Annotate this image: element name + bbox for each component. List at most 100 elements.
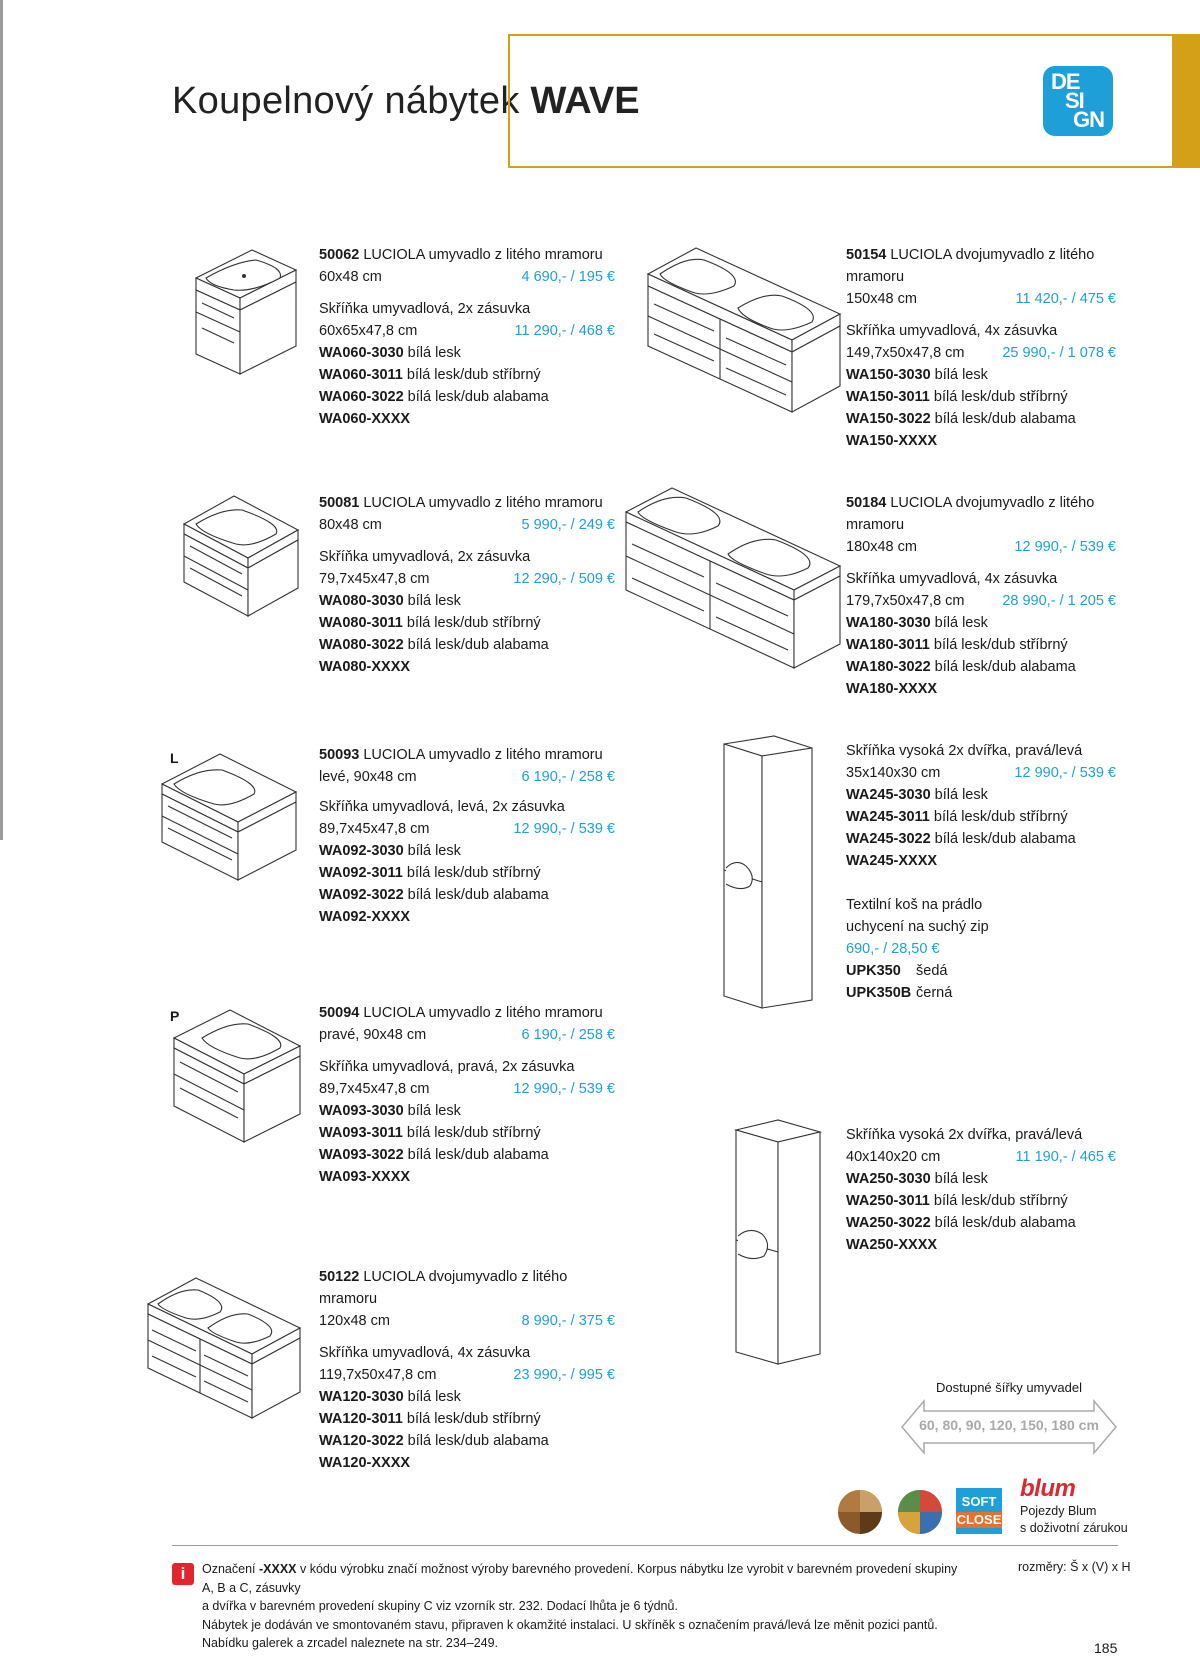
- illustration-tall245: [723, 735, 813, 1009]
- variant-code: WA093-XXXX: [319, 1169, 411, 1185]
- variant-code: WA180-3030: [846, 615, 931, 631]
- variant-code: WA092-3030: [319, 843, 404, 859]
- variant-row: WA060-XXXX: [319, 408, 615, 430]
- variant-code: WA060-3011: [319, 367, 403, 383]
- product-code: 50184: [846, 495, 887, 511]
- variant-code: WA093-3022: [319, 1147, 404, 1163]
- variant-row: WA245-3011 bílá lesk/dub stříbrný: [846, 806, 1116, 828]
- cabinet-price: 12 990,- / 539 €: [1014, 765, 1116, 781]
- header-accent-bar: [1172, 34, 1200, 168]
- product-50122: 50122 LUCIOLA dvojumyvadlo z litého mram…: [319, 1266, 615, 1474]
- variant-row: WA080-3030 bílá lesk: [319, 590, 615, 612]
- badge-line-3: GN: [1073, 107, 1105, 132]
- variant-row: WA080-XXXX: [319, 656, 615, 678]
- variant-row: WA250-3011 bílá lesk/dub stříbrný: [846, 1190, 1116, 1212]
- variant-row: WA120-3022 bílá lesk/dub alabama: [319, 1430, 615, 1452]
- variant-code: WA092-XXXX: [319, 909, 411, 925]
- variant-code: WA245-3030: [846, 787, 931, 803]
- variant-code: WA092-3022: [319, 887, 404, 903]
- variant-desc: bílá lesk/dub alabama: [934, 659, 1076, 675]
- cabinet-price: 25 990,- / 1 078 €: [1002, 345, 1116, 361]
- product-name: LUCIOLA dvojumyvadlo z litého mramoru: [846, 495, 1095, 533]
- basin-size: 80x48 cm: [319, 517, 382, 533]
- product-tall245: Skříňka vysoká 2x dvířka, pravá/levá 35x…: [846, 740, 1116, 1004]
- cabinet-price: 23 990,- / 995 €: [513, 1367, 615, 1383]
- info-icon: i: [172, 1563, 194, 1585]
- variant-row: WA120-3011 bílá lesk/dub stříbrný: [319, 1408, 615, 1430]
- variant-row: WA180-3022 bílá lesk/dub alabama: [846, 656, 1116, 678]
- variant-row: WA093-XXXX: [319, 1166, 615, 1188]
- variant-desc: bílá lesk/dub stříbrný: [933, 637, 1068, 653]
- cabinet-title: Skříňka umyvadlová, levá, 2x zásuvka: [319, 799, 565, 815]
- variant-desc: bílá lesk: [407, 345, 461, 361]
- variant-code: WA080-3022: [319, 637, 404, 653]
- cabinet-size: 119,7x50x47,8 cm: [319, 1367, 437, 1383]
- side-label-left: L: [170, 750, 179, 766]
- cabinet-title: Skříňka vysoká 2x dvířka, pravá/levá: [846, 743, 1083, 759]
- product-code: 50062: [319, 247, 360, 263]
- variant-row: WA245-3030 bílá lesk: [846, 784, 1116, 806]
- basin-price: 6 190,- / 258 €: [521, 1027, 615, 1043]
- variant-desc: bílá lesk/dub alabama: [934, 831, 1076, 847]
- wood-swatch-icon: [838, 1490, 882, 1534]
- page-number: 185: [1094, 1640, 1118, 1656]
- product-title: 50062 LUCIOLA umyvadlo z litého mramoru: [319, 244, 615, 266]
- variant-code: WA250-3030: [846, 1171, 931, 1187]
- cabinet-price: 12 290,- / 509 €: [513, 571, 615, 587]
- product-name: LUCIOLA umyvadlo z litého mramoru: [359, 495, 603, 511]
- variant-row: WA120-XXXX: [319, 1452, 615, 1474]
- product-title: 50094 LUCIOLA umyvadlo z litého mramoru: [319, 1002, 615, 1024]
- variant-row: WA060-3011 bílá lesk/dub stříbrný: [319, 364, 615, 386]
- cabinet-price: 12 990,- / 539 €: [513, 1081, 615, 1097]
- variant-desc: bílá lesk/dub stříbrný: [933, 389, 1068, 405]
- cabinet-title: Skříňka umyvadlová, 4x zásuvka: [319, 1345, 531, 1361]
- variant-code: WA250-3011: [846, 1193, 930, 1209]
- title-series: WAVE: [530, 80, 640, 122]
- variant-row: WA180-3011 bílá lesk/dub stříbrný: [846, 634, 1116, 656]
- variant-desc: bílá lesk/dub alabama: [934, 1215, 1076, 1231]
- variant-code: WA060-3022: [319, 389, 404, 405]
- widths-arrow: 60, 80, 90, 120, 150, 180 cm: [900, 1397, 1118, 1457]
- variant-code: WA093-3011: [319, 1125, 403, 1141]
- page-title: Koupelnový nábytek WAVE: [172, 80, 640, 123]
- variant-code: WA120-3011: [319, 1411, 403, 1427]
- footer-line-1-pre: Označení: [202, 1562, 259, 1576]
- basket-code: UPK350B: [846, 985, 912, 1001]
- variant-code: WA120-3030: [319, 1389, 404, 1405]
- product-code: 50081: [319, 495, 360, 511]
- variant-row: WA093-3022 bílá lesk/dub alabama: [319, 1144, 615, 1166]
- basin-size: 120x48 cm: [319, 1313, 390, 1329]
- variant-code: WA250-3022: [846, 1215, 931, 1231]
- footer-line-1-post: v kódu výrobku značí možnost výroby bare…: [202, 1562, 958, 1595]
- cabinet-title: Skříňka umyvadlová, 2x zásuvka: [319, 549, 531, 565]
- variant-row: WA250-3030 bílá lesk: [846, 1168, 1116, 1190]
- cabinet-title: Skříňka vysoká 2x dvířka, pravá/levá: [846, 1127, 1083, 1143]
- variant-desc: bílá lesk: [934, 615, 988, 631]
- variant-desc: bílá lesk/dub stříbrný: [933, 809, 1068, 825]
- product-50062: 50062 LUCIOLA umyvadlo z litého mramoru …: [319, 244, 615, 430]
- illustration-50081: [182, 495, 300, 617]
- variant-row: WA245-XXXX: [846, 850, 1116, 872]
- product-tall250: Skříňka vysoká 2x dvířka, pravá/levá 40x…: [846, 1124, 1116, 1256]
- variant-desc: bílá lesk: [407, 1103, 461, 1119]
- basin-price: 12 990,- / 539 €: [1014, 539, 1116, 555]
- product-50081: 50081 LUCIOLA umyvadlo z litého mramoru …: [319, 492, 615, 678]
- basin-price: 8 990,- / 375 €: [521, 1313, 615, 1329]
- cabinet-price: 12 990,- / 539 €: [513, 821, 615, 837]
- product-50184: 50184 LUCIOLA dvojumyvadlo z litého mram…: [846, 492, 1116, 700]
- variant-desc: bílá lesk: [934, 1171, 988, 1187]
- variant-code: WA120-XXXX: [319, 1455, 411, 1471]
- product-name: LUCIOLA dvojumyvadlo z litého mramoru: [846, 247, 1095, 285]
- product-name: LUCIOLA umyvadlo z litého mramoru: [359, 747, 603, 763]
- product-title: 50184 LUCIOLA dvojumyvadlo z litého mram…: [846, 492, 1116, 536]
- variant-desc: bílá lesk: [934, 787, 988, 803]
- product-50094: 50094 LUCIOLA umyvadlo z litého mramoru …: [319, 1002, 615, 1188]
- blum-line-2: s doživotní zárukou: [1020, 1521, 1128, 1535]
- variant-row: WA245-3022 bílá lesk/dub alabama: [846, 828, 1116, 850]
- variant-desc: bílá lesk/dub alabama: [407, 887, 549, 903]
- variant-code: WA120-3022: [319, 1433, 404, 1449]
